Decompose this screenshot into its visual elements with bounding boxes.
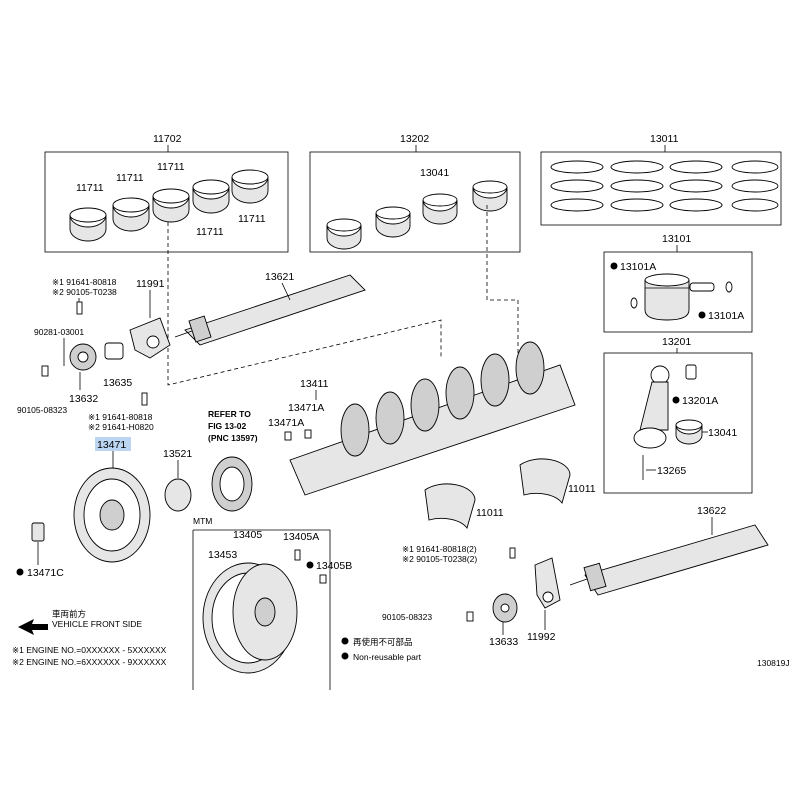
group-label-13202[interactable]: 13202 — [400, 133, 429, 145]
group-13201: 13201 13201A 13041 13265 — [603, 336, 753, 494]
left-upper-assembly: ※1 91641-80818 ※2 90105-T0238 11991 9028… — [17, 277, 171, 432]
non-reusable-jp[interactable]: 再使用不可部品 — [353, 637, 413, 647]
note-91641-80818-2[interactable]: ※1 91641-80818(2) — [402, 544, 477, 554]
part-label-13471A[interactable]: 13471A — [268, 417, 304, 429]
part-label-13621[interactable]: 13621 — [265, 271, 294, 283]
non-reusable-en[interactable]: Non-reusable part — [353, 652, 422, 662]
group-13011: 13011 — [540, 133, 782, 226]
balance-shaft-13622: 13622 — [569, 505, 769, 596]
part-label-13101A[interactable]: 13101A — [708, 310, 744, 322]
part-label-13632[interactable]: 13632 — [69, 393, 98, 405]
flywheel-mtm: MTM 13405 13453 13405A 13405B — [192, 516, 352, 690]
part-label-11011[interactable]: 11011 — [476, 507, 504, 519]
part-label-11711[interactable]: 11711 — [238, 213, 266, 225]
group-label-13201[interactable]: 13201 — [662, 336, 691, 348]
part-label-90105-08323[interactable]: 90105-08323 — [17, 405, 67, 415]
part-label-13411[interactable]: 13411 — [300, 378, 329, 390]
connector-lines — [167, 205, 519, 386]
part-label-11711[interactable]: 11711 — [196, 226, 224, 238]
group-label-11702[interactable]: 11702 — [153, 133, 182, 145]
engine-no-note-2[interactable]: ※2 ENGINE NO.=6XXXXXX - 9XXXXXX — [12, 657, 167, 667]
part-label-11011[interactable]: 11011 — [568, 483, 596, 495]
part-label-13471C[interactable]: 13471C — [27, 567, 64, 579]
part-label-13265[interactable]: 13265 — [657, 465, 686, 477]
mtm-label[interactable]: MTM — [193, 516, 212, 526]
crankshaft-13411: 13411 13471A 13471A — [268, 341, 576, 496]
piston-ring-set-icon — [550, 160, 779, 212]
part-label-13101A[interactable]: 13101A — [620, 261, 656, 273]
part-label-13041[interactable]: 13041 — [708, 427, 737, 439]
front-arrow-icon — [18, 619, 48, 635]
note-91641-H0820[interactable]: ※2 91641-H0820 — [88, 422, 154, 432]
part-label-13471[interactable]: 13471 — [97, 439, 126, 451]
part-label-11711[interactable]: 11711 — [76, 182, 104, 194]
part-label-13041[interactable]: 13041 — [420, 167, 449, 179]
part-label-13471A[interactable]: 13471A — [288, 402, 324, 414]
figure-id: 130819J — [757, 658, 790, 668]
part-label-13521[interactable]: 13521 — [163, 448, 192, 460]
note-91641-80818[interactable]: ※1 91641-80818 — [52, 277, 117, 287]
legend: 車両前方 VEHICLE FRONT SIDE ※1 ENGINE NO.=0X… — [12, 609, 790, 668]
sprocket-reference: REFER TO FIG 13-02 (PNC 13597) — [208, 409, 258, 512]
part-label-90105-08323[interactable]: 90105-08323 — [382, 612, 432, 622]
right-lower-assembly: ※1 91641-80818(2) ※2 90105-T0238(2) 1199… — [382, 544, 561, 648]
thrust-washer-11011: 11011 11011 — [424, 458, 596, 529]
part-label-13405A[interactable]: 13405A — [283, 531, 319, 543]
piston-icon — [630, 273, 733, 321]
vehicle-front-jp[interactable]: 車両前方 — [52, 609, 86, 619]
bearing-shell-icon — [69, 169, 269, 242]
group-label-13011[interactable]: 13011 — [650, 133, 679, 145]
part-label-11711[interactable]: 11711 — [157, 161, 185, 173]
engine-no-note-1[interactable]: ※1 ENGINE NO.=0XXXXXX - 5XXXXXX — [12, 645, 167, 655]
part-label-11991[interactable]: 11991 — [136, 278, 165, 290]
vehicle-front-en[interactable]: VEHICLE FRONT SIDE — [52, 619, 142, 629]
crank-gear-13521: 13521 — [163, 448, 192, 512]
balance-shaft-13621: 13621 — [174, 271, 366, 346]
part-label-11992[interactable]: 11992 — [527, 631, 556, 643]
part-label-11711[interactable]: 11711 — [116, 172, 144, 184]
refer-note-line3[interactable]: (PNC 13597) — [208, 433, 258, 443]
note-90105-T0238-2[interactable]: ※2 90105-T0238(2) — [402, 554, 477, 564]
group-11702: 11702 11711 11711 11711 11711 11711 — [44, 133, 289, 253]
crank-pulley-13471: 13471 13471C — [16, 437, 151, 579]
part-label-13635[interactable]: 13635 — [103, 377, 132, 389]
part-label-13622[interactable]: 13622 — [697, 505, 726, 517]
refer-note-line2[interactable]: FIG 13-02 — [208, 421, 247, 431]
group-13101: 13101 13101A 13101A — [603, 233, 753, 333]
part-label-13453[interactable]: 13453 — [208, 549, 237, 561]
refer-note-line1[interactable]: REFER TO — [208, 409, 251, 419]
part-label-90281-03001[interactable]: 90281-03001 — [34, 327, 84, 337]
part-label-13201A[interactable]: 13201A — [682, 395, 718, 407]
part-label-13405[interactable]: 13405 — [233, 529, 262, 541]
group-13202: 13202 13041 — [309, 133, 521, 253]
connecting-rod-icon — [633, 364, 703, 480]
note-91641-80818[interactable]: ※1 91641-80818 — [88, 412, 153, 422]
group-label-13101[interactable]: 13101 — [662, 233, 691, 245]
part-label-13633[interactable]: 13633 — [489, 636, 518, 648]
part-label-13405B[interactable]: 13405B — [316, 560, 352, 572]
note-90105-T0238[interactable]: ※2 90105-T0238 — [52, 287, 117, 297]
bearing-shell-icon — [326, 180, 508, 250]
highlight-box — [95, 437, 131, 451]
